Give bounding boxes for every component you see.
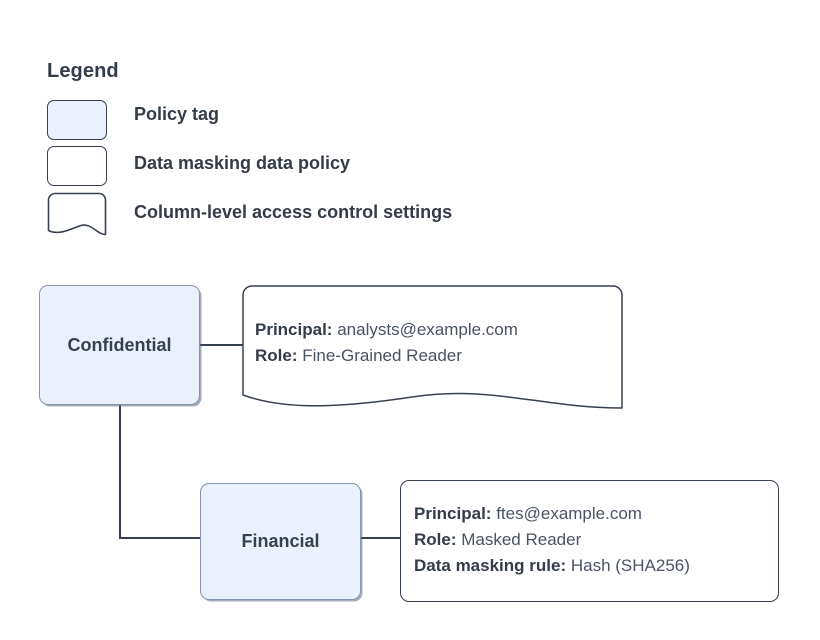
node-financial-label: Financial (241, 531, 320, 551)
connector-confidential-to-callout (200, 344, 243, 346)
callout-line: Role: Fine-Grained Reader (255, 343, 518, 369)
rounded-rect-icon (47, 100, 107, 140)
callout-line-key: Principal: (414, 504, 492, 523)
callout-line-value: Masked Reader (461, 530, 582, 549)
legend-swatch-data-masking-policy (47, 146, 107, 186)
callout-confidential-access-control[interactable]: Principal: analysts@example.com Role: Fi… (242, 285, 623, 411)
callout-line-value: ftes@example.com (496, 504, 642, 523)
legend-swatch-column-level-access (47, 192, 107, 236)
legend-label-column-level-access: Column-level access control settings (134, 202, 453, 222)
callout-line-key: Role: (255, 346, 298, 365)
node-confidential-label: Confidential (67, 334, 172, 355)
callout-financial-text: Principal: ftes@example.com Role: Masked… (414, 501, 690, 579)
wavy-document-shape (242, 285, 623, 409)
callout-line: Role: Masked Reader (414, 527, 690, 553)
callout-line-value: analysts@example.com (337, 320, 518, 339)
callout-confidential-text: Principal: analysts@example.com Role: Fi… (255, 317, 518, 369)
connector-financial-to-callout (361, 537, 401, 539)
callout-line: Principal: ftes@example.com (414, 501, 690, 527)
node-confidential[interactable]: Confidential (39, 285, 200, 405)
legend-title: Legend (47, 60, 119, 82)
callout-line-value: Fine-Grained Reader (302, 346, 462, 365)
legend-label-data-masking-policy: Data masking data policy (134, 153, 351, 173)
callout-line-key: Role: (414, 530, 457, 549)
legend-label-policy-tag: Policy tag (134, 104, 220, 124)
callout-line-value: Hash (SHA256) (570, 556, 690, 575)
callout-line: Principal: analysts@example.com (255, 317, 518, 343)
rounded-rect-icon (47, 146, 107, 186)
wavy-document-icon (47, 192, 107, 236)
node-financial[interactable]: Financial (200, 483, 361, 600)
connector-confidential-to-financial-horizontal (119, 537, 201, 539)
callout-financial-masking-policy[interactable]: Principal: ftes@example.com Role: Masked… (400, 480, 779, 602)
legend-swatch-policy-tag (47, 100, 107, 140)
callout-line-key: Principal: (255, 320, 333, 339)
callout-line-key: Data masking rule: (414, 556, 567, 575)
connector-confidential-to-financial-vertical (119, 405, 121, 538)
callout-line: Data masking rule: Hash (SHA256) (414, 553, 690, 579)
